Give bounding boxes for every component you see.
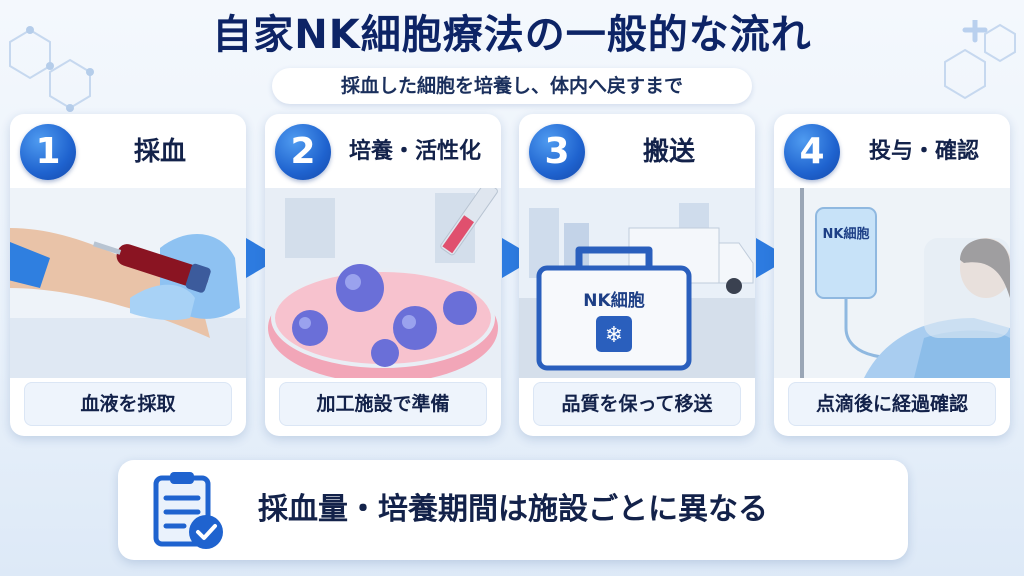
step-card-3: 3 搬送 NK細胞 ❄ 品質を保って移送 xyxy=(519,114,755,436)
note-text: 採血量・培養期間は施設ごとに異なる xyxy=(258,492,768,527)
box-label: NK細胞 xyxy=(583,290,644,311)
clipboard-check-icon xyxy=(153,472,223,549)
step-title: 投与・確認 xyxy=(868,139,979,164)
blood-draw-illustration xyxy=(10,188,246,378)
step-header: 2 培養・活性化 xyxy=(265,114,501,188)
step-caption: 品質を保って移送 xyxy=(533,382,741,426)
step-caption: 点滴後に経過確認 xyxy=(788,382,996,426)
step-title: 培養・活性化 xyxy=(348,139,481,164)
arrow-right-icon xyxy=(756,238,790,278)
step-card-1: 1 採血 血液を採取 xyxy=(10,114,246,436)
infusion-illustration: NK細胞 xyxy=(774,188,1010,378)
arrow-right-icon xyxy=(246,238,280,278)
step-number-badge: 1 xyxy=(20,124,76,180)
step-caption: 加工施設で準備 xyxy=(279,382,487,426)
subtitle-pill: 採血した細胞を培養し、体内へ戻すまで xyxy=(272,68,752,104)
step-caption: 血液を採取 xyxy=(24,382,232,426)
step-title: 採血 xyxy=(133,137,186,167)
step-header: 3 搬送 xyxy=(519,114,755,188)
step-header: 4 投与・確認 xyxy=(774,114,1010,188)
note-banner: 採血量・培養期間は施設ごとに異なる xyxy=(118,460,908,560)
svg-text:❄: ❄ xyxy=(605,323,623,348)
step-title: 搬送 xyxy=(642,137,695,167)
hexagon-pattern-right xyxy=(944,20,1016,100)
cell-culture-illustration xyxy=(265,188,501,378)
step-card-2: 2 培養・活性化 加工施設で準備 xyxy=(265,114,501,436)
step-number-badge: 3 xyxy=(529,124,585,180)
hexagon-pattern-left xyxy=(9,26,94,112)
page-title: 自家NK細胞療法の一般的な流れ xyxy=(212,12,812,58)
step-header: 1 採血 xyxy=(10,114,246,188)
bag-label: NK細胞 xyxy=(823,226,870,242)
transport-illustration: NK細胞 ❄ xyxy=(519,188,755,378)
step-number-badge: 4 xyxy=(784,124,840,180)
step-number-badge: 2 xyxy=(275,124,331,180)
step-card-4: 4 投与・確認 NK細胞 点滴後に経過確認 xyxy=(774,114,1010,436)
